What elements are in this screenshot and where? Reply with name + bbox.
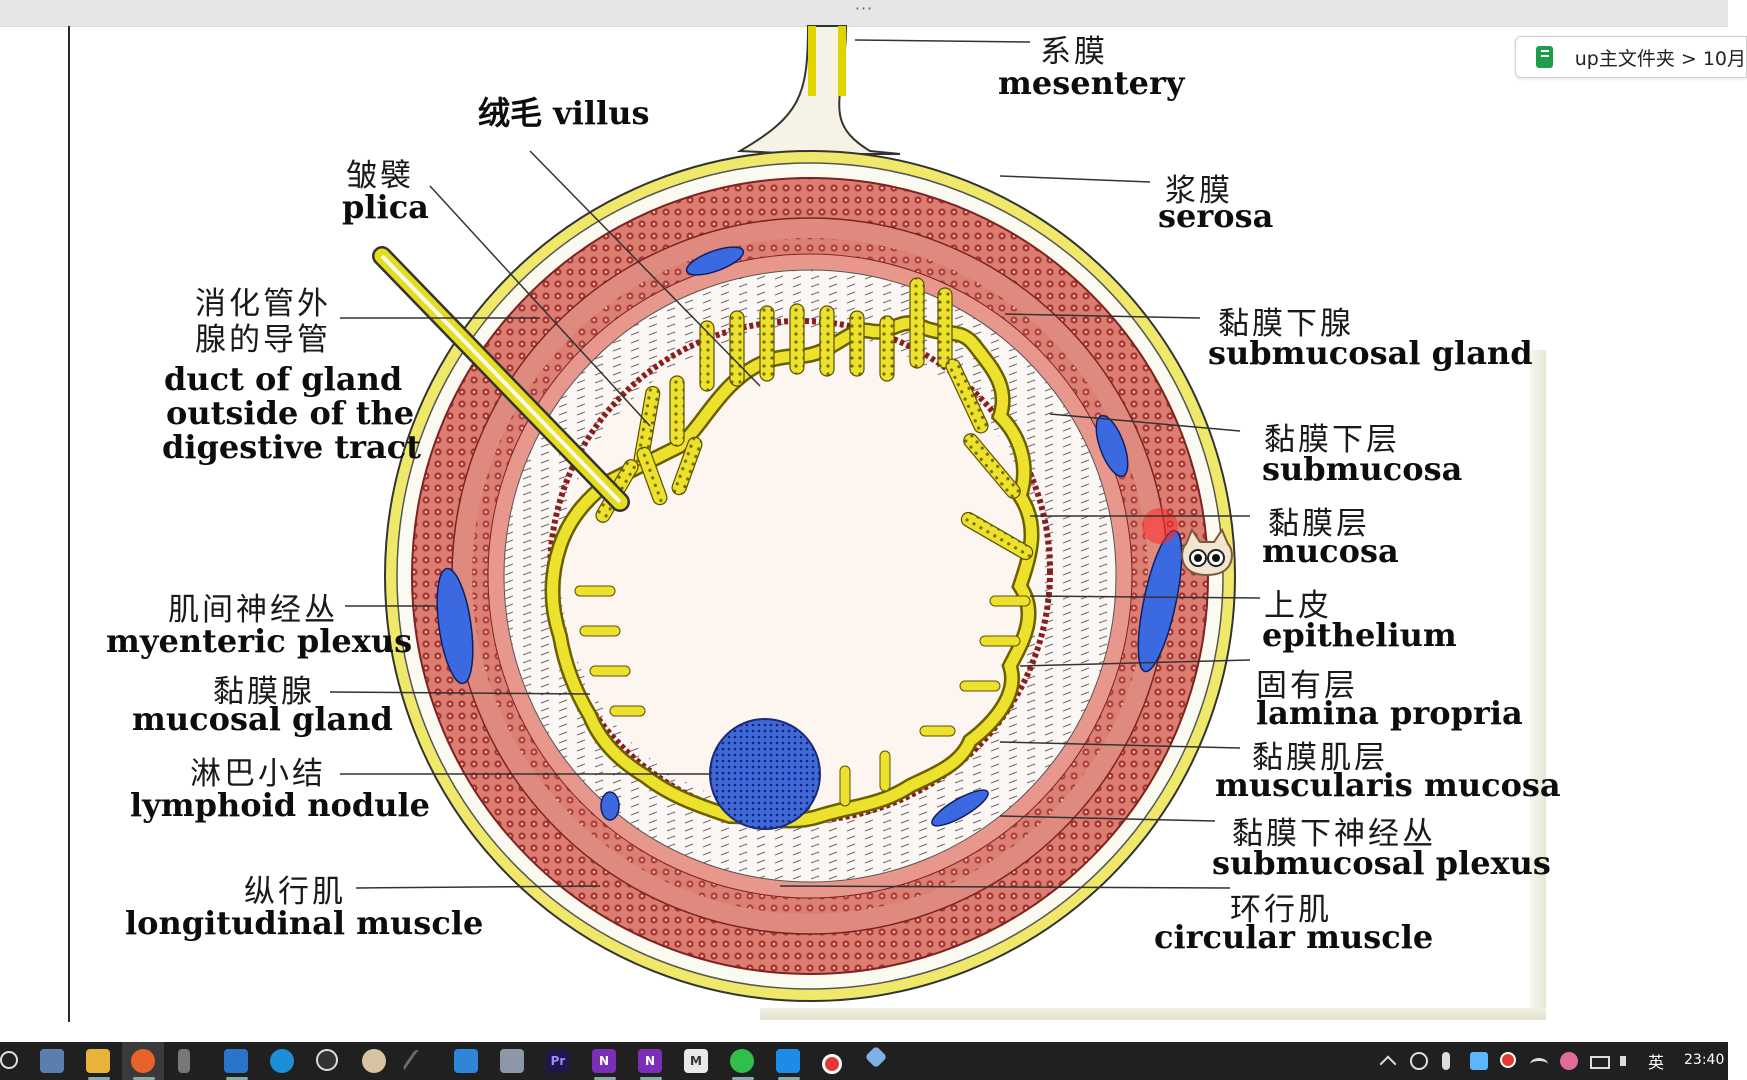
label-duct-en-1: duct of gland — [164, 360, 403, 398]
paint-icon[interactable] — [362, 1049, 386, 1073]
window-top-bar: ··· — [0, 0, 1728, 27]
m-app-icon[interactable] — [224, 1049, 248, 1073]
label-duct-en-2: outside of the — [166, 394, 415, 432]
label-submucosal-gland-en: submucosal gland — [1208, 334, 1533, 372]
explorer-icon[interactable] — [86, 1049, 110, 1073]
wifi-icon[interactable] — [1530, 1058, 1548, 1071]
taskbar-indicator — [226, 1077, 248, 1080]
photos-icon[interactable] — [454, 1049, 478, 1073]
onenote2-icon[interactable]: N — [638, 1049, 662, 1073]
firefox-icon[interactable] — [131, 1049, 155, 1073]
label-longitudinal-zh: 纵行肌 — [244, 874, 346, 910]
intestine-cross-section-diagram — [329, 25, 1261, 1002]
label-epithelium-en: epithelium — [1262, 616, 1457, 654]
label-mucosal-gland-en: mucosal gland — [132, 700, 393, 738]
label-circular-zh: 环行肌 — [1230, 892, 1332, 928]
label-myenteric-en: myenteric plexus — [106, 622, 413, 660]
figure-edge-shadow — [1530, 350, 1546, 1020]
folder-breadcrumb[interactable]: up主文件夹 > 10月 — [1515, 36, 1747, 78]
label-duct-zh-2: 腺的导管 — [195, 322, 331, 358]
pet-tray-icon[interactable] — [1560, 1052, 1578, 1070]
label-circular-en: circular muscle — [1154, 918, 1434, 956]
label-duct-en-3: digestive tract — [162, 428, 421, 466]
label-lamina-zh: 固有层 — [1256, 668, 1358, 704]
label-mesentery-en: mesentery — [998, 64, 1185, 102]
search-icon[interactable] — [0, 1051, 18, 1069]
page-left-border — [68, 26, 70, 1022]
ime-indicator[interactable]: 英 — [1648, 1053, 1665, 1072]
cloud-icon[interactable] — [1470, 1052, 1488, 1070]
notebook-icon — [1536, 46, 1553, 68]
obs-tray-icon[interactable] — [1410, 1052, 1428, 1070]
label-muscularis-en: muscularis mucosa — [1215, 766, 1561, 804]
cat-cursor-icon — [1181, 527, 1233, 576]
label-plica-zh: 皱襞 — [346, 158, 414, 194]
taskbar — [0, 1042, 1728, 1080]
label-duct-zh-1: 消化管外 — [195, 286, 331, 322]
label-submucosal-plexus-zh: 黏膜下神经丛 — [1232, 816, 1436, 852]
premiere-icon[interactable]: Pr — [546, 1049, 570, 1073]
label-myenteric-zh: 肌间神经丛 — [168, 592, 338, 628]
label-lymphoid-zh: 淋巴小结 — [190, 756, 326, 792]
label-mesentery-zh: 系膜 — [1040, 34, 1108, 70]
record-icon[interactable] — [822, 1054, 842, 1074]
taskbar-indicator — [594, 1077, 616, 1080]
volume-icon[interactable] — [1620, 1056, 1630, 1066]
label-mucosa-en: mucosa — [1262, 532, 1399, 570]
edge-icon[interactable] — [270, 1049, 294, 1073]
label-lymphoid-en: lymphoid nodule — [130, 786, 431, 824]
label-submucosa-zh: 黏膜下层 — [1264, 422, 1400, 458]
taskbar-indicator — [88, 1077, 110, 1080]
remote-icon[interactable] — [776, 1049, 800, 1073]
files-icon[interactable] — [40, 1049, 64, 1073]
onenote-icon[interactable]: N — [592, 1049, 616, 1073]
taskbar-indicator — [133, 1077, 155, 1080]
label-longitudinal-en: longitudinal muscle — [125, 904, 484, 942]
microphone-icon[interactable] — [1442, 1052, 1450, 1070]
taskbar-indicator — [732, 1077, 754, 1080]
label-villus: 绒毛 villus — [478, 94, 650, 132]
taskbar-indicator — [778, 1077, 800, 1080]
wechat-icon[interactable] — [730, 1049, 754, 1073]
label-submucosal-plexus-en: submucosal plexus — [1212, 844, 1551, 882]
label-mucosal-gland-zh: 黏膜腺 — [213, 674, 315, 710]
label-epithelium-zh: 上皮 — [1264, 588, 1332, 624]
window-menu-dots[interactable]: ··· — [854, 0, 874, 18]
label-submucosal-gland-zh: 黏膜下腺 — [1218, 306, 1354, 342]
label-muscularis-zh: 黏膜肌层 — [1252, 740, 1388, 776]
taskbar-indicator — [640, 1077, 662, 1080]
label-serosa-zh: 浆膜 — [1165, 173, 1233, 209]
label-serosa-en: serosa — [1158, 197, 1274, 235]
label-mucosa-zh: 黏膜层 — [1268, 506, 1370, 542]
label-plica-en: plica — [342, 188, 429, 226]
markdown-icon[interactable]: M — [684, 1049, 708, 1073]
label-submucosa-en: submucosa — [1262, 450, 1463, 488]
clock-time[interactable]: 23:40 — [1684, 1052, 1725, 1068]
breadcrumb-text: up主文件夹 > 10月 — [1574, 47, 1746, 70]
usb-icon[interactable] — [178, 1049, 190, 1073]
obs-icon[interactable] — [316, 1049, 338, 1071]
battery-icon[interactable] — [1590, 1056, 1610, 1069]
figure-bottom-shadow — [760, 1008, 1546, 1020]
label-lamina-en: lamina propria — [1256, 694, 1523, 732]
record-tray-icon[interactable] — [1500, 1052, 1516, 1068]
scanner-icon[interactable] — [500, 1049, 524, 1073]
